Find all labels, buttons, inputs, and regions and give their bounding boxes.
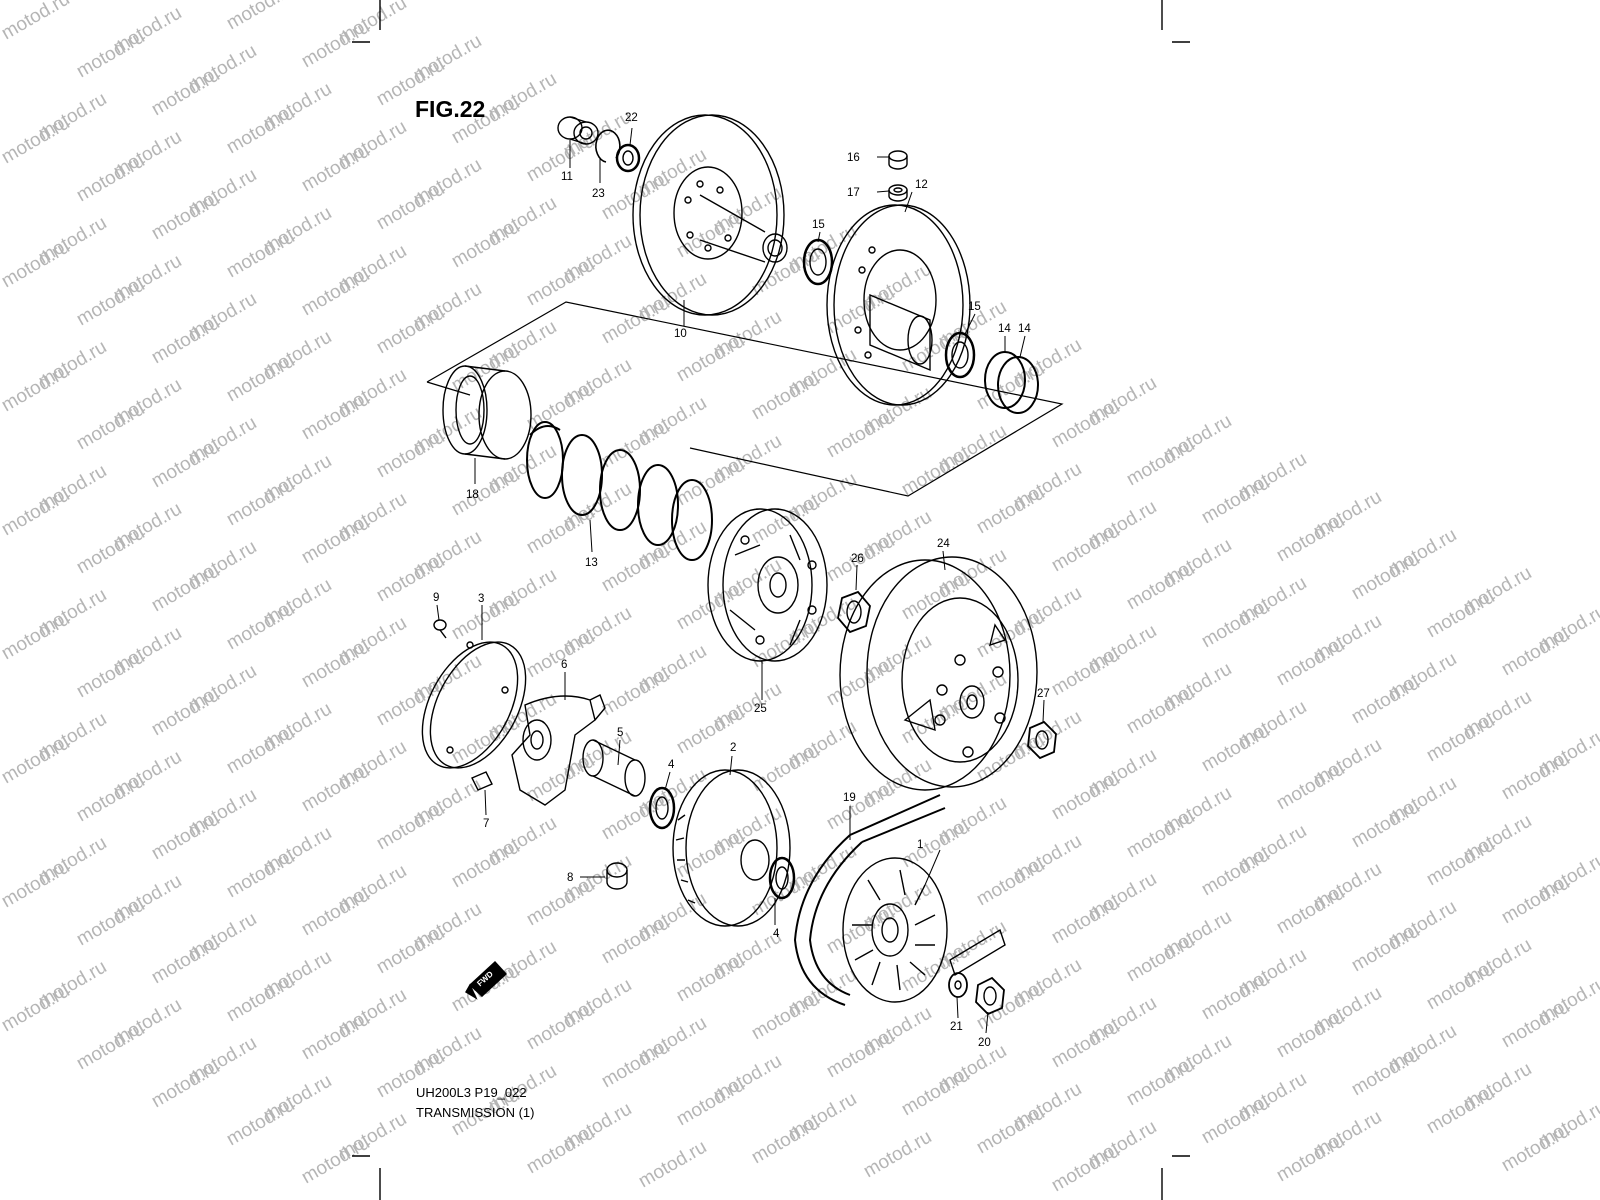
part-4-bearing-upper: [648, 786, 676, 830]
fwd-arrow-icon: [465, 961, 507, 1000]
part-19-drive-belt: [793, 794, 946, 1006]
callout-4-lower: 4: [773, 928, 780, 940]
part-12-movable-face: [826, 204, 971, 406]
callout-6: 6: [561, 659, 567, 671]
callout-22: 22: [625, 112, 638, 124]
part-21-washer: [948, 972, 968, 998]
callout-1: 1: [917, 839, 923, 851]
callout-20: 20: [978, 1037, 991, 1049]
callout-21: 21: [950, 1021, 963, 1033]
part-26-nut: [837, 590, 871, 634]
part-6-ramp-plate: [511, 694, 606, 806]
callout-17: 17: [847, 187, 860, 199]
figure-name: TRANSMISSION (1): [416, 1105, 535, 1120]
callout-numbers: 1 2 3 4 4 5 6 7 8 9 10 11 12 13 14 14 15…: [433, 112, 1050, 1049]
callout-27: 27: [1037, 688, 1050, 700]
callout-15-lower: 15: [968, 301, 981, 313]
callout-8: 8: [567, 872, 573, 884]
callout-9: 9: [433, 592, 439, 604]
callout-16: 16: [847, 152, 860, 164]
callout-10: 10: [674, 328, 687, 340]
part-23-circlip: [595, 129, 621, 163]
callout-12: 12: [915, 179, 928, 191]
callout-4-upper: 4: [668, 759, 675, 771]
part-27-nut: [1027, 720, 1057, 760]
figure-title: FIG.22: [415, 96, 486, 122]
part-18-spring-seat: [442, 365, 532, 460]
part-22-oil-seal: [615, 143, 641, 173]
part-7-slider: [471, 771, 493, 791]
part-14-o-ring-a: [984, 351, 1026, 409]
part-5-spacer: [582, 739, 646, 797]
callout-14-a: 14: [998, 323, 1011, 335]
crop-marks: [352, 0, 1190, 1200]
figure-code: UH200L3 P19_022: [416, 1085, 527, 1100]
part-11-bearing: [557, 116, 599, 145]
callout-11: 11: [561, 171, 573, 183]
part-10-fixed-face: [632, 114, 788, 316]
part-17-roller: [888, 184, 908, 202]
callout-7: 7: [483, 818, 489, 830]
leader-lines: [436, 127, 1045, 1034]
assembly-frame: [426, 301, 1064, 497]
part-15-seal-lower: [944, 331, 976, 379]
part-14-o-ring-b: [997, 356, 1039, 414]
part-25-clutch-shoe: [707, 508, 828, 662]
part-24-clutch-housing: [839, 556, 1038, 791]
callout-3: 3: [478, 593, 484, 605]
callout-23: 23: [592, 188, 605, 200]
part-8-collar: [606, 862, 628, 890]
callout-13: 13: [585, 557, 598, 569]
part-3-cover-plate: [421, 641, 527, 769]
callout-14-b: 14: [1018, 323, 1031, 335]
part-2-movable-drive-face: [672, 769, 791, 927]
callout-18: 18: [466, 489, 479, 501]
part-16-pin: [888, 150, 908, 170]
part-13-spring: [526, 421, 713, 561]
callout-15-upper: 15: [812, 219, 825, 231]
callout-19: 19: [843, 792, 856, 804]
callout-24: 24: [937, 538, 950, 550]
part-20-nut: [975, 976, 1005, 1016]
callout-25: 25: [754, 703, 767, 715]
part-15-seal-upper: [802, 238, 834, 286]
part-9-screw: [433, 619, 447, 639]
callout-2: 2: [730, 742, 736, 754]
callout-5: 5: [617, 727, 623, 739]
callout-26: 26: [851, 553, 864, 565]
part-1-drive-face: [842, 857, 1006, 1003]
